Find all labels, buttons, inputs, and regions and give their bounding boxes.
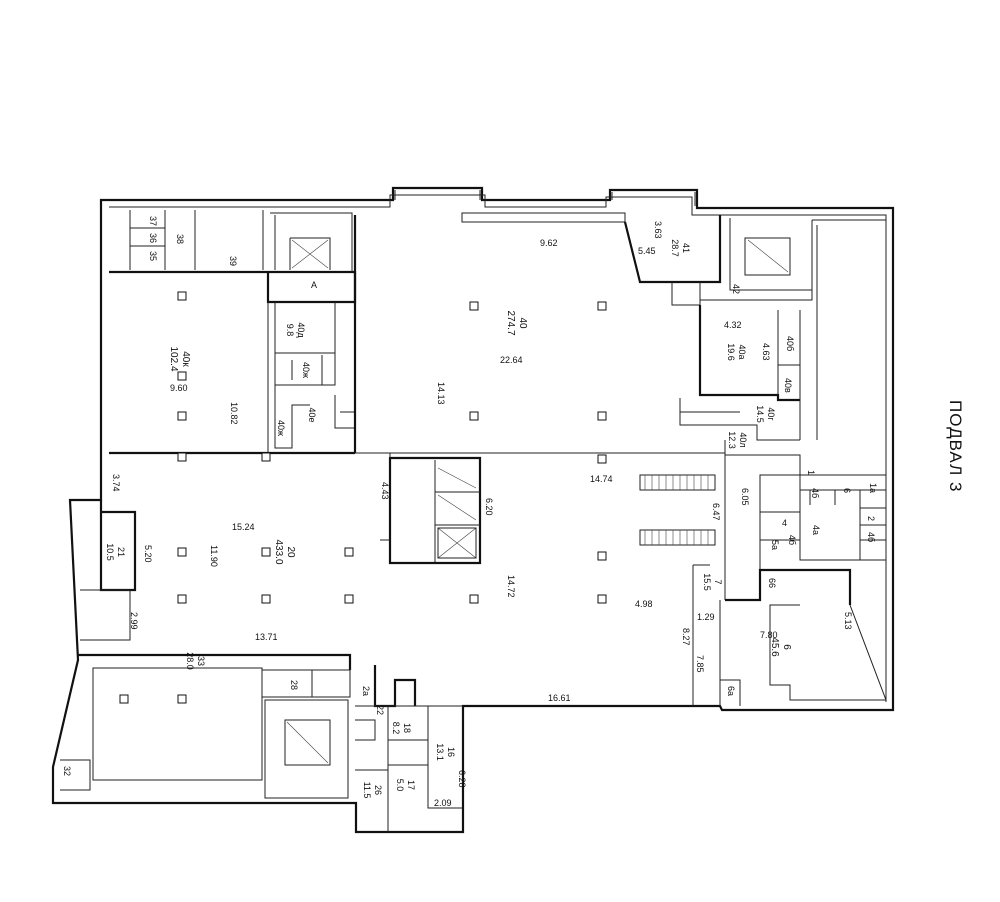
room-number: 40 bbox=[517, 317, 528, 329]
room-number: 26 bbox=[373, 785, 383, 795]
room-number: 1а bbox=[868, 483, 878, 493]
outer-walls bbox=[51, 186, 895, 834]
room-number: 40а bbox=[737, 344, 747, 359]
dimension: 4.32 bbox=[724, 320, 742, 330]
dimension: 5.20 bbox=[143, 545, 153, 563]
room-area: 274.7 bbox=[505, 310, 516, 335]
room-area: 15.5 bbox=[702, 573, 712, 591]
room-area: 28.7 bbox=[670, 239, 680, 257]
room-number: 7 bbox=[713, 579, 723, 584]
room-number: 2а bbox=[361, 686, 371, 696]
room-number: 4б bbox=[787, 535, 797, 545]
room-area: 11.5 bbox=[362, 782, 372, 799]
room-number: 4а bbox=[811, 525, 821, 535]
room-area: 12.3 bbox=[727, 431, 737, 449]
dimension: 6.05 bbox=[740, 488, 750, 506]
room-number: 40в bbox=[783, 378, 793, 393]
room-area: 5.0 bbox=[395, 779, 405, 792]
dimension: 4.98 bbox=[635, 599, 653, 609]
room-number: 6а bbox=[726, 686, 736, 696]
dimension: 6.47 bbox=[711, 503, 721, 521]
dimension: 3.74 bbox=[111, 474, 121, 492]
room-number: 6 bbox=[842, 488, 852, 493]
room-area: 19.6 bbox=[726, 343, 736, 361]
room-number: 40л bbox=[738, 432, 748, 447]
dimension: 14.72 bbox=[506, 575, 516, 598]
dimension: 1.29 bbox=[697, 612, 715, 622]
room-number: 35 bbox=[148, 251, 158, 261]
room-number: 17 bbox=[406, 780, 416, 790]
room-area: 8.2 bbox=[391, 722, 401, 735]
room-number: 32 bbox=[62, 766, 72, 776]
room-labels: 40к 102.4 40 274.7 40д 9.8 40ж 40е 40ж 2… bbox=[105, 239, 797, 798]
dimension: 7.80 bbox=[760, 630, 778, 640]
dimension: 13.71 bbox=[255, 632, 278, 642]
room-area: 433.0 bbox=[273, 539, 284, 564]
room-number: 1 bbox=[806, 470, 816, 475]
dimension: 16.61 bbox=[548, 693, 571, 703]
room-number: А bbox=[311, 280, 317, 290]
dimension: 2.99 bbox=[129, 612, 139, 630]
dimension: 14.74 bbox=[590, 474, 613, 484]
room-number: 18 bbox=[402, 723, 412, 733]
room-area: 13.1 bbox=[435, 743, 445, 761]
room-number: 39 bbox=[228, 256, 238, 266]
room-number: 20 bbox=[285, 546, 296, 558]
dimension: 2.09 bbox=[434, 798, 452, 808]
room-area: 9.8 bbox=[285, 324, 295, 337]
room-number: 4 bbox=[782, 518, 787, 528]
room-number: 6 bbox=[781, 644, 792, 650]
room-number: 16 bbox=[446, 747, 456, 757]
room-number: 33 bbox=[196, 656, 206, 666]
dimension: 9.60 bbox=[170, 383, 188, 393]
room-number: 40д bbox=[296, 322, 306, 338]
dimension: 15.24 bbox=[232, 522, 255, 532]
room-number: 36 bbox=[148, 233, 158, 243]
room-number: 22 bbox=[375, 705, 385, 715]
room-area: 14.5 bbox=[755, 405, 765, 423]
room-number: 37 bbox=[148, 216, 158, 226]
small-room-labels: 37 36 35 38 39 А 42 40б 40в 4 4а 4б 66 6… bbox=[62, 216, 878, 776]
room-number: 21 bbox=[116, 547, 126, 557]
room-number: 5а bbox=[770, 540, 780, 550]
room-number: 4б bbox=[810, 488, 820, 498]
interior-walls bbox=[60, 210, 887, 832]
dimension: 6.28 bbox=[457, 770, 467, 788]
dimension: 9.62 bbox=[540, 238, 558, 248]
room-number: 28 bbox=[289, 680, 299, 690]
room-number: 40ж bbox=[301, 362, 311, 378]
dimension: 11.90 bbox=[209, 545, 219, 567]
room-number: 40б bbox=[785, 336, 795, 351]
room-number: 40ж bbox=[276, 420, 286, 436]
dimension: 8.27 bbox=[681, 628, 691, 646]
room-number: 40е bbox=[307, 407, 317, 422]
plan-title: ПОДВАЛ 3 bbox=[946, 400, 965, 492]
room-number: 40к bbox=[180, 351, 191, 367]
room-number: 66 bbox=[767, 578, 777, 588]
room-area: 45.6 bbox=[769, 637, 780, 657]
room-number: 41 bbox=[681, 243, 691, 253]
dimension: 4.63 bbox=[761, 343, 771, 361]
dimension: 7.85 bbox=[695, 655, 705, 673]
dimension: 3.63 bbox=[653, 221, 663, 239]
dimension: 5.45 bbox=[638, 246, 656, 256]
room-number: 2 bbox=[866, 516, 876, 521]
room-area: 28.0 bbox=[185, 652, 195, 670]
room-number: 38 bbox=[175, 234, 185, 244]
dimension: 5.13 bbox=[843, 612, 853, 630]
room-number: 4б bbox=[866, 532, 876, 542]
dimension: 10.82 bbox=[229, 402, 239, 425]
room-number: 42 bbox=[731, 284, 741, 294]
room-area: 10.5 bbox=[105, 543, 115, 561]
dimension: 6.20 bbox=[484, 498, 494, 516]
dimension: 14.13 bbox=[436, 382, 446, 405]
dimension-labels: 9.62 3.63 5.45 22.64 14.13 9.60 10.82 4.… bbox=[111, 221, 853, 808]
dimension: 22.64 bbox=[500, 355, 523, 365]
structural-columns bbox=[119, 291, 607, 704]
dimension: 4.43 bbox=[380, 482, 390, 500]
room-area: 102.4 bbox=[168, 346, 179, 371]
room-number: 40г bbox=[766, 407, 776, 421]
